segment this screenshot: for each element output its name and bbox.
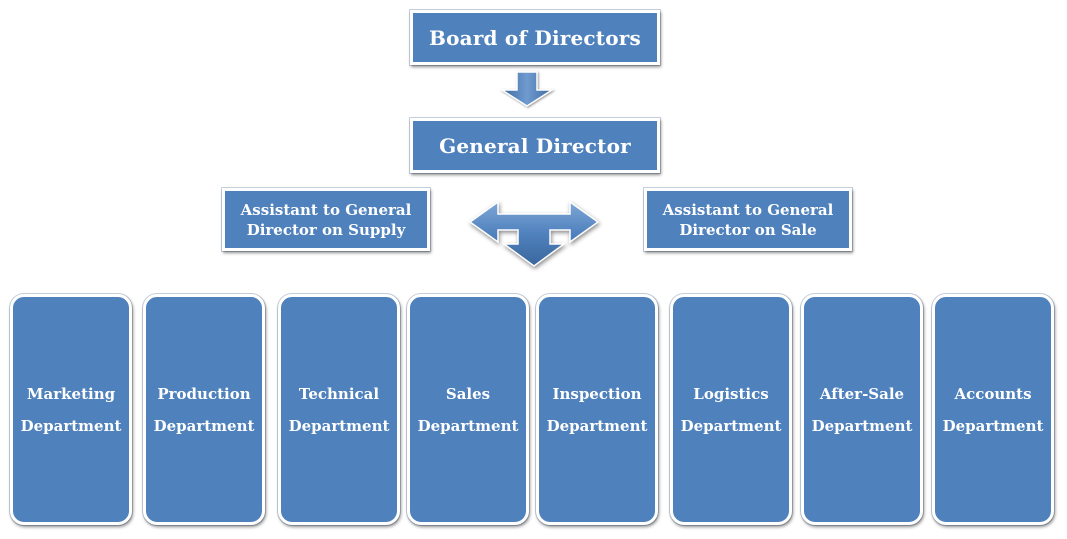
general-director-label: General Director xyxy=(439,133,631,158)
assistant-supply-box: Assistant to General Director on Supply xyxy=(222,188,430,251)
dept-sales: Sales Department xyxy=(407,294,529,525)
dept-marketing: Marketing Department xyxy=(10,294,132,525)
assistant-sale-box: Assistant to General Director on Sale xyxy=(644,188,852,251)
dept-after-sale: After-Sale Department xyxy=(801,294,923,525)
dept-label-line1: Technical xyxy=(298,384,380,403)
dept-label-line1: Marketing xyxy=(26,384,116,403)
board-of-directors-box: Board of Directors xyxy=(410,10,660,65)
dept-label-line2: Department xyxy=(288,416,390,435)
dept-technical: Technical Department xyxy=(278,294,400,525)
dept-label-line2: Department xyxy=(811,416,913,435)
dept-label-line1: Accounts xyxy=(954,384,1032,403)
dept-label-line2: Department xyxy=(20,416,122,435)
down-arrow-icon xyxy=(499,71,555,107)
dept-accounts: Accounts Department xyxy=(932,294,1054,525)
dept-label-line2: Department xyxy=(153,416,255,435)
dept-label-line1: Sales xyxy=(445,384,491,403)
assistant-supply-line2: Director on Supply xyxy=(246,220,406,239)
general-director-box: General Director xyxy=(410,118,660,173)
dept-label-line1: Production xyxy=(157,384,251,403)
dept-inspection: Inspection Department xyxy=(536,294,658,525)
dept-label-line1: Logistics xyxy=(693,384,769,403)
dept-logistics: Logistics Department xyxy=(670,294,792,525)
dept-label-line2: Department xyxy=(417,416,519,435)
dept-label-line1: After-Sale xyxy=(819,384,905,403)
dept-label-line2: Department xyxy=(680,416,782,435)
board-of-directors-label: Board of Directors xyxy=(429,25,641,50)
assistant-sale-line1: Assistant to General xyxy=(662,200,834,219)
assistant-sale-line2: Director on Sale xyxy=(679,220,817,239)
dept-label-line2: Department xyxy=(546,416,648,435)
dept-production: Production Department xyxy=(143,294,265,525)
dept-label-line2: Department xyxy=(942,416,1044,435)
three-way-arrow-icon xyxy=(468,200,600,267)
assistant-supply-line1: Assistant to General xyxy=(240,200,412,219)
dept-label-line1: Inspection xyxy=(552,384,642,403)
